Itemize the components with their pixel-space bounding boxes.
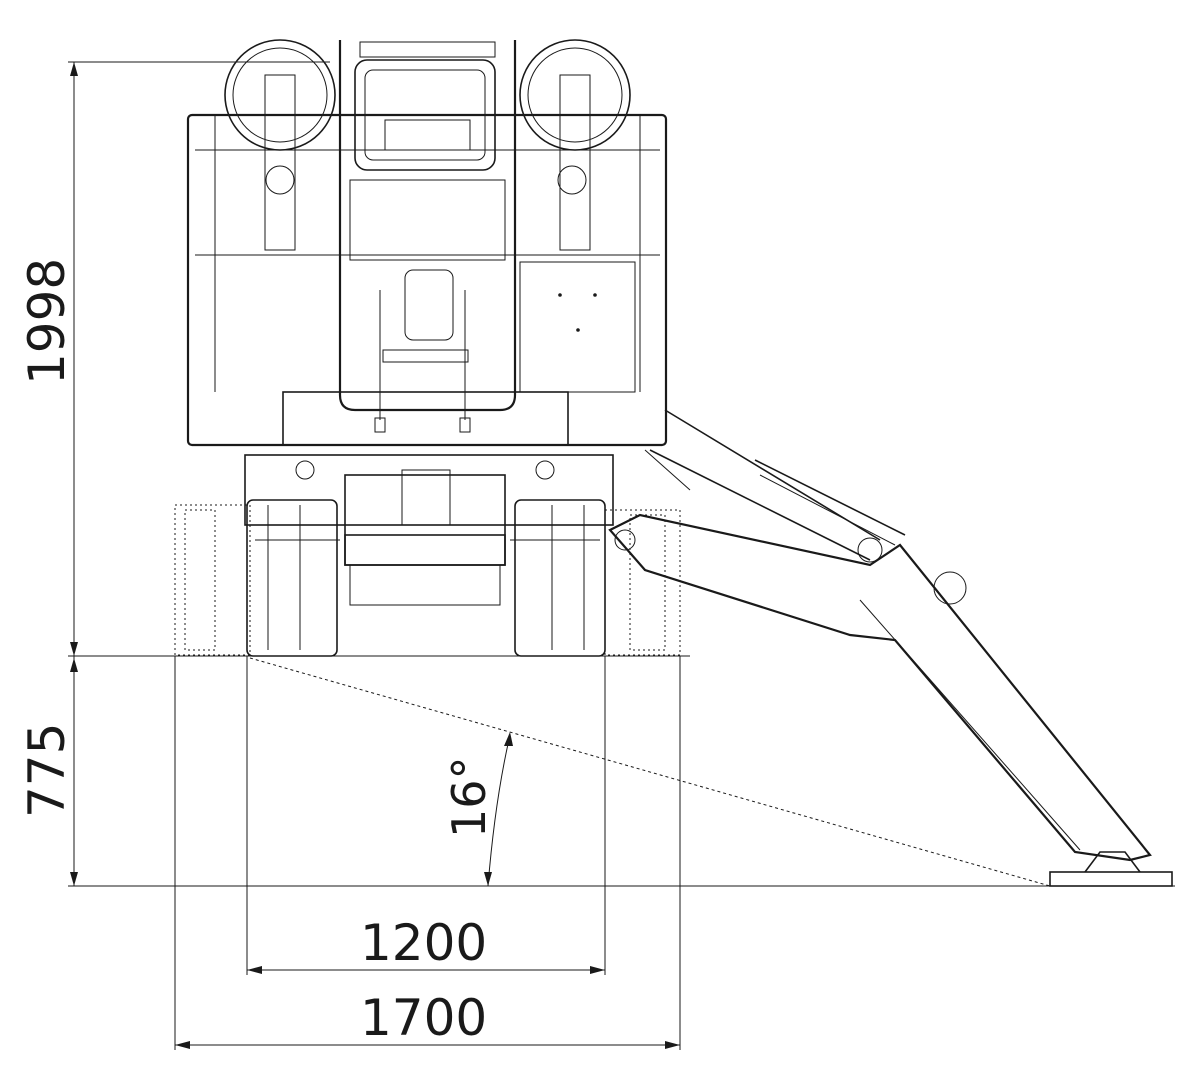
angle-16-label: 16° — [442, 756, 496, 838]
dotted-outer-tracks — [174, 504, 681, 656]
dimension-775-label: 775 — [18, 723, 76, 818]
tracks — [246, 499, 606, 657]
top-rings — [224, 39, 631, 251]
dimension-1700-label: 1700 — [360, 989, 487, 1047]
dimension-lines — [68, 61, 1175, 1050]
chassis — [244, 454, 614, 606]
outrigger-arm — [608, 409, 1173, 887]
machine-drawing — [174, 39, 1173, 887]
dimension-1998-label: 1998 — [18, 258, 76, 385]
dimension-1200-label: 1200 — [360, 914, 487, 972]
central-mast — [338, 40, 517, 433]
platform-basket — [186, 113, 668, 447]
